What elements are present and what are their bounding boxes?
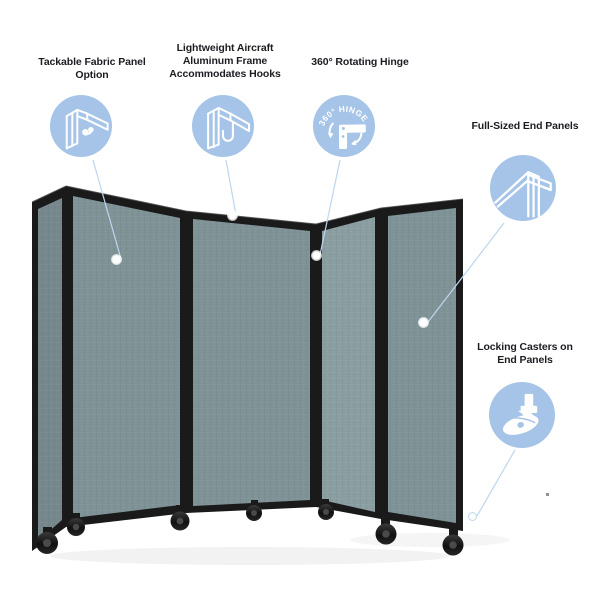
leader-dot-hinge <box>311 250 322 261</box>
callout-label-aluminum-frame-hooks: Lightweight Aircraft Aluminum Frame Acco… <box>169 42 281 80</box>
callout-label-rotating-hinge: 360° Rotating Hinge <box>311 56 409 68</box>
callout-label-tackable-fabric-panel: Tackable Fabric Panel Option <box>38 56 146 81</box>
caster <box>318 499 334 520</box>
caster <box>246 500 262 521</box>
frame-hook-icon <box>192 95 254 157</box>
caster <box>442 529 464 556</box>
caster-stem <box>520 393 538 414</box>
panel-left-end <box>32 186 66 551</box>
caster <box>67 513 85 536</box>
leader-dot-casters <box>468 512 477 521</box>
leader-dot-endpanels <box>418 317 429 328</box>
push-pin-glyph <box>82 126 94 136</box>
hinge-pivots <box>340 125 347 140</box>
caster <box>170 505 190 531</box>
panel-receding <box>316 208 381 519</box>
panel-front-left <box>66 186 186 527</box>
caster-group <box>36 499 464 556</box>
caster <box>36 527 58 554</box>
callout-label-locking-casters: Locking Casters on End Panels <box>477 341 573 366</box>
panel-center <box>186 211 316 513</box>
panel-right-end <box>381 199 463 531</box>
callout-label-full-sized-end-panels: Full-Sized End Panels <box>471 120 579 132</box>
hook-glyph <box>221 122 234 142</box>
caster-hub <box>517 421 524 428</box>
locking-caster-icon <box>489 382 555 448</box>
fabric-panel-tack-icon <box>50 95 112 157</box>
end-panel-icon <box>490 155 556 221</box>
leader-dot-frame <box>227 210 238 221</box>
rotating-hinge-icon: 360° HINGE <box>313 95 375 157</box>
svg-text:360° HINGE: 360° HINGE <box>317 104 371 128</box>
caster <box>375 518 397 545</box>
leader-dot-tackable <box>111 254 122 265</box>
hinge-arc-text: 360° HINGE <box>317 104 370 128</box>
